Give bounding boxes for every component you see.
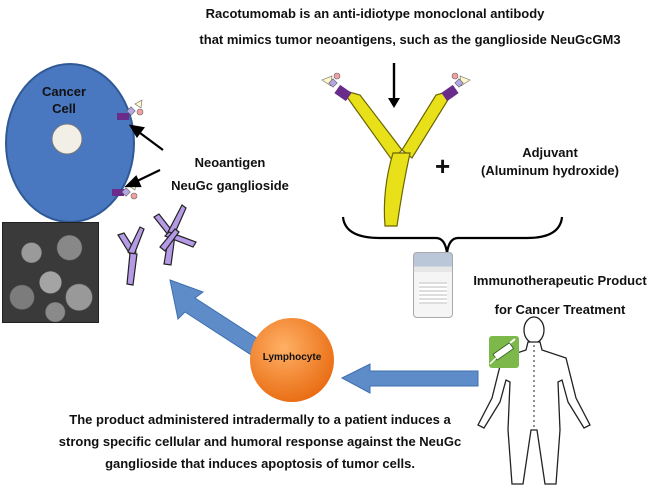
product-label-line-2: for Cancer Treatment: [494, 302, 626, 317]
product-brace: [341, 216, 564, 254]
response-arrow: [169, 279, 267, 359]
title-line-2: that mimics tumor neoantigens, such as t…: [199, 32, 621, 47]
syringe-icon: [489, 336, 519, 368]
neoantigen-label-line-2: NeuGc ganglioside: [171, 178, 289, 193]
title-line-1: Racotumomab is an anti-idiotype monoclon…: [205, 6, 545, 21]
adjuvant-label-line-1: Adjuvant: [522, 145, 578, 160]
bottom-text-line-3: ganglioside that induces apoptosis of tu…: [105, 456, 415, 471]
induced-antibodies: [117, 204, 197, 286]
mimic-arrow: [388, 63, 400, 108]
bottom-text-line-2: strong specific cellular and humoral res…: [58, 434, 462, 449]
plus-sign: +: [435, 151, 451, 181]
tumor-cell-micrograph: [2, 222, 99, 323]
neoantigen-arrows: [124, 124, 164, 188]
cell-nucleus: [51, 123, 83, 155]
patient-body-figure: [477, 316, 591, 485]
product-label-line-1: Immunotherapeutic Product: [473, 273, 647, 288]
lymphocyte-label: Lymphocyte: [262, 352, 322, 363]
vial-label: [419, 282, 447, 304]
bottom-text-line-1: The product administered intradermally t…: [69, 412, 451, 427]
activation-arrow: [340, 363, 479, 394]
cancer-cell-label-line-2: Cell: [52, 101, 76, 116]
product-vial-image: [413, 252, 453, 318]
lymphocyte-cell: [250, 318, 334, 402]
neoantigen-label-line-1: Neoantigen: [194, 155, 266, 170]
adjuvant-label-line-2: (Aluminum hydroxide): [481, 163, 619, 178]
cancer-cell-label-line-1: Cancer: [41, 84, 87, 99]
cell-ganglioside-upper: [117, 99, 144, 120]
racotumomab-antibody: [321, 72, 471, 227]
